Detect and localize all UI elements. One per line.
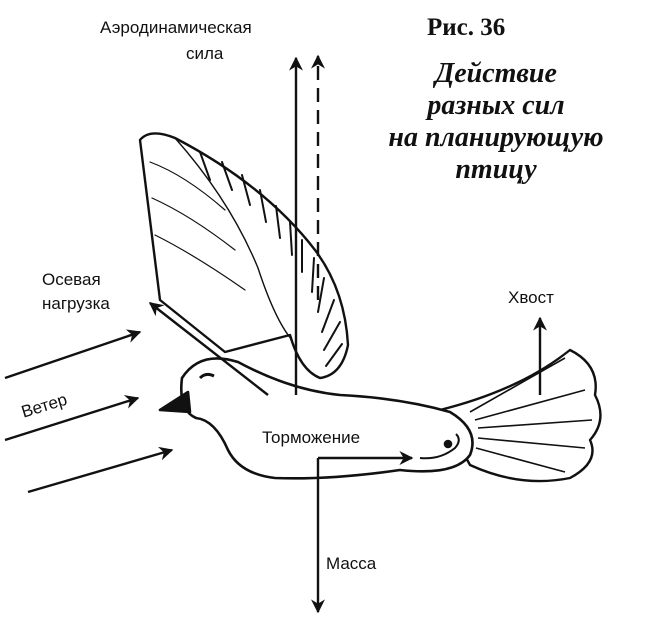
- wind-arrow-2: [4, 395, 140, 442]
- wind-arrow-1: [4, 329, 142, 380]
- figure-caption: Действие разных сил на планирующую птицу: [346, 58, 646, 186]
- wind-arrow-3: [27, 446, 174, 494]
- aerodynamic-force-label-line1: Аэродинамическая: [100, 18, 252, 37]
- bird-body: [158, 357, 474, 480]
- wind-arrows: [4, 329, 174, 494]
- aerodynamic-force-label-line2: сила: [186, 44, 224, 63]
- tail-label: Хвост: [508, 288, 554, 307]
- axial-load-arrow: [148, 302, 269, 396]
- caption-line-3: на планирующую: [388, 122, 604, 153]
- caption-line-1: Действие: [435, 58, 557, 89]
- mass-label: Масса: [326, 554, 377, 573]
- caption-line-4: птицу: [455, 154, 537, 185]
- braking-label: Торможение: [262, 428, 361, 447]
- figure-number: Рис. 36: [427, 14, 506, 41]
- axial-load-label-line1: Осевая: [42, 270, 101, 289]
- axial-load-label-line2: нагрузка: [42, 294, 110, 313]
- caption-line-2: разных сил: [427, 90, 565, 121]
- bird-tail: [438, 348, 602, 483]
